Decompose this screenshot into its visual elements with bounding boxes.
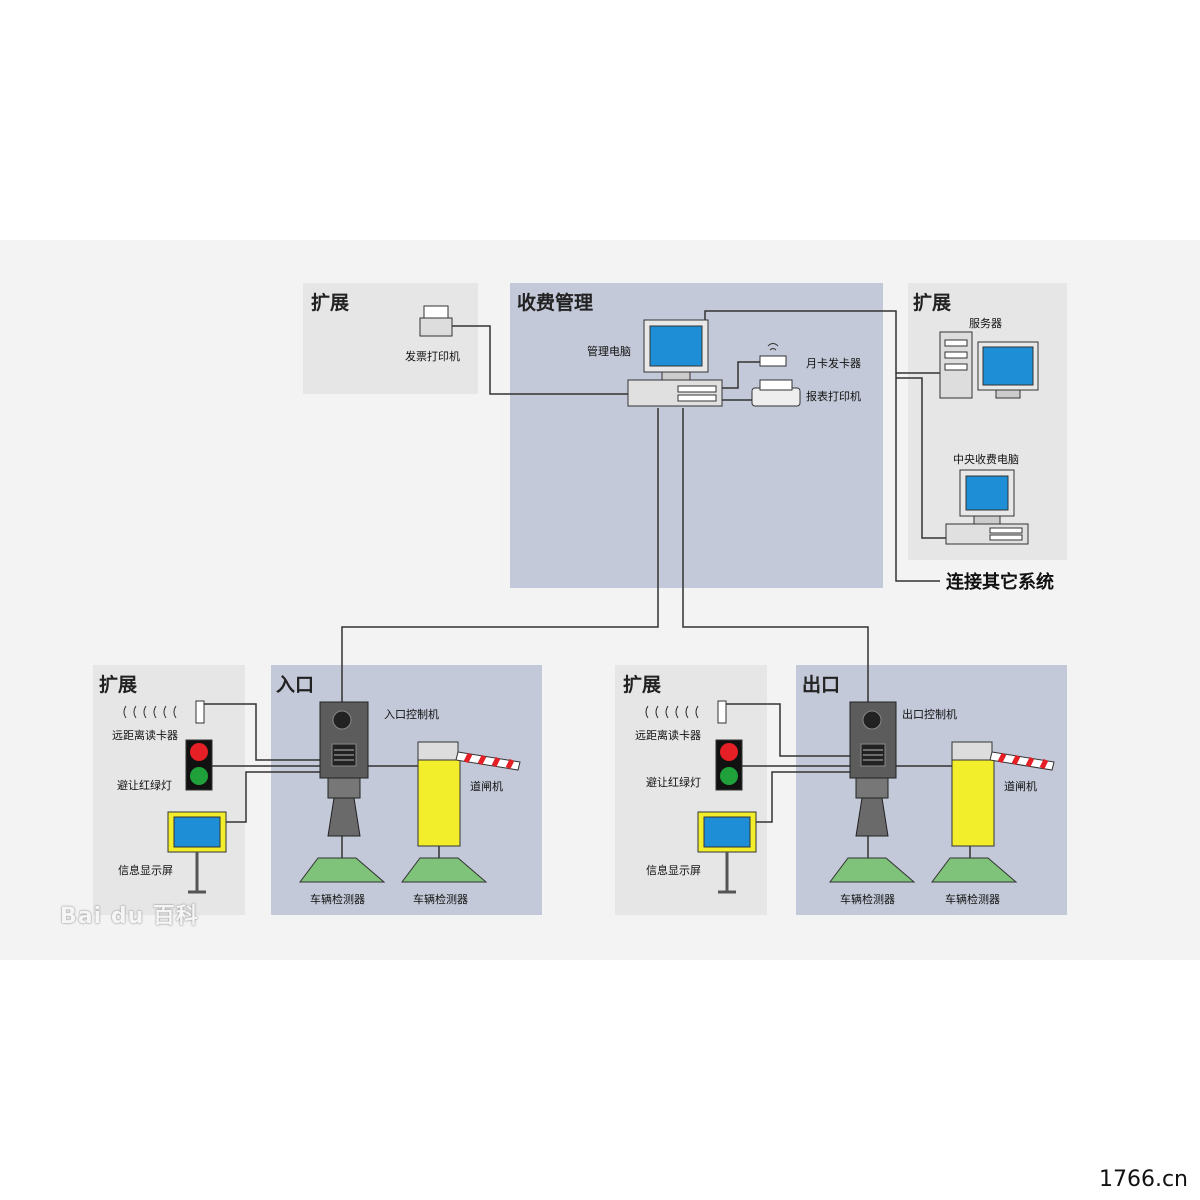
label-exit-display: 信息显示屏 (646, 864, 701, 877)
label-management-pc: 管理电脑 (587, 345, 631, 358)
zone-top-left-extension (303, 283, 478, 394)
report-printer-icon (751, 379, 801, 407)
label-entry-barrier: 道闸机 (470, 780, 503, 793)
entry-detector-2-icon (401, 857, 488, 883)
label-exit-barrier: 道闸机 (1004, 780, 1037, 793)
card-issuer-icon (759, 343, 787, 367)
label-exit-detector-2: 车辆检测器 (945, 893, 1000, 906)
management-computer-icon (627, 319, 723, 407)
exit-reader-icon (645, 700, 727, 724)
zone-title-entry-ext: 扩展 (99, 674, 138, 696)
exit-traffic-light-icon (715, 739, 743, 791)
label-exit-traffic-light: 避让红绿灯 (646, 776, 701, 789)
server-icon (939, 331, 1039, 399)
label-report-printer: 报表打印机 (806, 390, 861, 403)
entry-barrier-icon (417, 741, 521, 847)
wire-exit-controller (682, 408, 869, 702)
zone-entry-extension (93, 665, 245, 915)
wire-server (704, 310, 940, 374)
label-exit-controller: 出口控制机 (902, 708, 957, 721)
entry-detector-1-icon (299, 857, 386, 883)
label-entry-traffic-light: 避让红绿灯 (117, 779, 172, 792)
wire-entry-controller (341, 408, 659, 702)
invoice-printer-icon (419, 305, 453, 337)
label-exit-detector-1: 车辆检测器 (840, 893, 895, 906)
label-entry-detector-2: 车辆检测器 (413, 893, 468, 906)
central-computer-icon (945, 469, 1029, 545)
exit-detector-1-icon (829, 857, 916, 883)
wire-card-issuer (722, 361, 760, 389)
label-entry-controller: 入口控制机 (384, 708, 439, 721)
exit-detector-2-icon (931, 857, 1018, 883)
exit-display-icon (697, 811, 757, 894)
site-footer-text: 1766.cn (1098, 1167, 1188, 1192)
label-connect-other-systems: 连接其它系统 (946, 572, 1054, 593)
zone-title-billing: 收费管理 (517, 292, 594, 314)
entry-reader-icon (123, 700, 205, 724)
entry-display-icon (167, 811, 227, 894)
exit-controller-icon (849, 701, 897, 837)
wire-invoice-printer (449, 325, 628, 395)
label-entry-detector-1: 车辆检测器 (310, 893, 365, 906)
label-server: 服务器 (969, 317, 1002, 330)
label-entry-display: 信息显示屏 (118, 864, 173, 877)
entry-controller-icon (319, 701, 369, 837)
baidu-watermark: Bai du 百科 (60, 904, 199, 929)
entry-traffic-light-icon (185, 739, 213, 791)
label-invoice-printer: 发票打印机 (405, 350, 460, 363)
label-exit-reader: 远距离读卡器 (635, 729, 701, 742)
zone-title-top-left: 扩展 (311, 292, 350, 314)
zone-title-exit-ext: 扩展 (623, 674, 662, 696)
zone-title-top-right: 扩展 (913, 292, 952, 314)
zone-title-entry: 入口 (276, 674, 315, 696)
wire-connect-other (895, 373, 940, 582)
exit-barrier-icon (951, 741, 1055, 847)
label-card-issuer: 月卡发卡器 (806, 357, 861, 370)
label-central-pc: 中央收费电脑 (953, 453, 1019, 466)
zone-title-exit: 出口 (802, 674, 841, 696)
wire-central-pc (896, 377, 946, 539)
label-entry-reader: 远距离读卡器 (112, 729, 178, 742)
